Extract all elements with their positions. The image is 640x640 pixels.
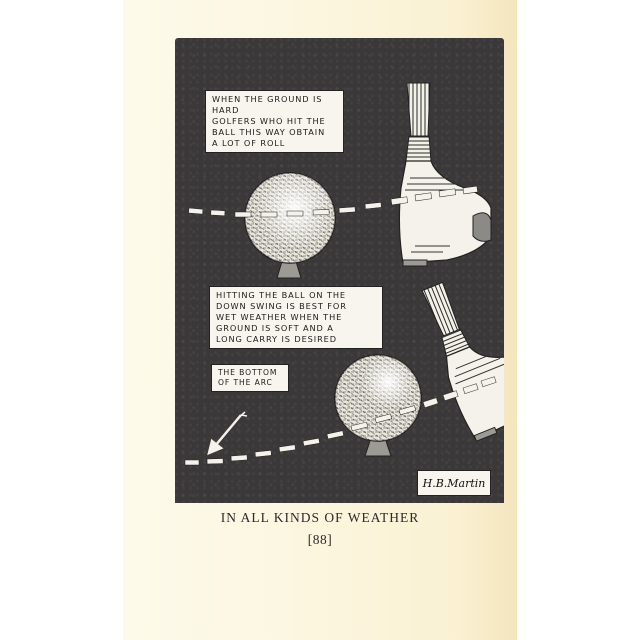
golf-ball-icon: [244, 172, 336, 264]
artist-signature: H.B.Martin: [417, 470, 491, 496]
arrow-icon: [207, 411, 248, 456]
golf-club-icon: [398, 82, 492, 267]
bottom-scene-label: HITTING THE BALL ON THE DOWN SWING IS BE…: [209, 286, 383, 349]
bottom-scene: [184, 281, 504, 466]
top-scene-label: WHEN THE GROUND IS HARD GOLFERS WHO HIT …: [205, 90, 344, 153]
golf-club-icon: [421, 281, 504, 442]
bottom-trajectory-line: [184, 376, 497, 466]
top-scene: [188, 82, 492, 279]
top-trajectory-line: [188, 185, 478, 218]
golf-ball-icon: [334, 354, 422, 442]
illustration-panel: WHEN THE GROUND IS HARD GOLFERS WHO HIT …: [175, 38, 504, 503]
golf-illustration: [184, 82, 504, 466]
figure-caption: IN ALL KINDS OF WEATHER: [220, 510, 420, 525]
arc-bottom-label: THE BOTTOM OF THE ARC: [211, 364, 289, 392]
page-number: [88]: [307, 532, 333, 547]
